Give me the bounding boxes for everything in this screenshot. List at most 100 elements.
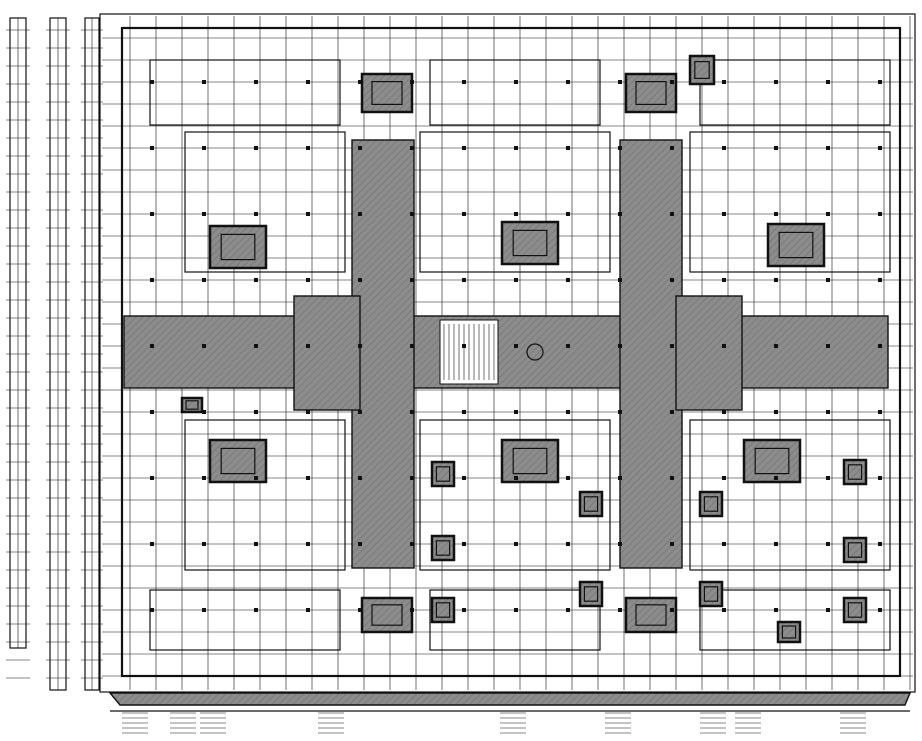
- column: [566, 146, 570, 150]
- column: [618, 476, 622, 480]
- column: [150, 212, 154, 216]
- core-inner: [512, 447, 548, 475]
- core-inner: [847, 464, 863, 480]
- column: [410, 146, 414, 150]
- core-inner: [185, 400, 199, 410]
- column: [566, 476, 570, 480]
- column: [306, 608, 310, 612]
- column: [722, 608, 726, 612]
- column: [722, 410, 726, 414]
- column: [826, 146, 830, 150]
- core-block: [208, 438, 268, 484]
- column: [150, 476, 154, 480]
- section-strip-ticks: [6, 29, 103, 679]
- core-inner: [512, 229, 548, 257]
- column: [566, 212, 570, 216]
- column: [202, 608, 206, 612]
- column: [514, 542, 518, 546]
- column: [254, 278, 258, 282]
- column: [462, 476, 466, 480]
- column: [774, 212, 778, 216]
- section-strip-1: [9, 17, 27, 649]
- core-inner: [635, 80, 667, 105]
- core-inner: [694, 60, 710, 79]
- column: [618, 344, 622, 348]
- column: [566, 608, 570, 612]
- core-block: [360, 72, 414, 114]
- column: [410, 212, 414, 216]
- column: [878, 476, 882, 480]
- core-block: [430, 534, 456, 562]
- column: [202, 80, 206, 84]
- column: [826, 608, 830, 612]
- core-block: [500, 220, 560, 266]
- column: [618, 278, 622, 282]
- column: [514, 278, 518, 282]
- column: [462, 608, 466, 612]
- column: [774, 146, 778, 150]
- column: [254, 344, 258, 348]
- column: [618, 542, 622, 546]
- hatched-corridors: [123, 139, 889, 569]
- core-inner: [583, 586, 599, 602]
- column: [358, 80, 362, 84]
- column: [878, 146, 882, 150]
- column: [722, 212, 726, 216]
- column: [878, 344, 882, 348]
- core-block: [766, 222, 826, 268]
- column: [878, 608, 882, 612]
- column: [410, 80, 414, 84]
- column: [462, 410, 466, 414]
- column: [150, 278, 154, 282]
- column: [358, 344, 362, 348]
- column: [514, 146, 518, 150]
- column: [514, 476, 518, 480]
- column: [670, 410, 674, 414]
- column: [202, 410, 206, 414]
- column: [878, 278, 882, 282]
- column: [254, 80, 258, 84]
- column: [410, 410, 414, 414]
- column: [826, 80, 830, 84]
- core-inner: [754, 447, 790, 475]
- column: [150, 80, 154, 84]
- column: [150, 608, 154, 612]
- column: [826, 278, 830, 282]
- column: [774, 608, 778, 612]
- column: [670, 608, 674, 612]
- column: [618, 212, 622, 216]
- column: [254, 410, 258, 414]
- core-inner: [847, 542, 863, 558]
- core-block: [180, 396, 204, 414]
- core-inner: [583, 496, 599, 512]
- core-block: [842, 536, 868, 564]
- north-south-corridor-left: [351, 139, 415, 569]
- column: [774, 278, 778, 282]
- column: [306, 344, 310, 348]
- column: [462, 542, 466, 546]
- column: [774, 344, 778, 348]
- column: [306, 542, 310, 546]
- bottom-section-strip: [108, 692, 912, 712]
- column: [670, 146, 674, 150]
- column: [306, 278, 310, 282]
- column: [254, 608, 258, 612]
- column: [618, 80, 622, 84]
- column: [306, 80, 310, 84]
- core-block: [688, 54, 716, 86]
- column: [358, 476, 362, 480]
- column: [410, 344, 414, 348]
- column: [202, 212, 206, 216]
- core-inner: [847, 602, 863, 618]
- column: [670, 278, 674, 282]
- core-inner: [778, 231, 814, 259]
- column: [722, 80, 726, 84]
- column: [462, 344, 466, 348]
- column: [670, 476, 674, 480]
- core-inner: [371, 80, 403, 105]
- column: [202, 476, 206, 480]
- column: [254, 542, 258, 546]
- column: [306, 476, 310, 480]
- column: [358, 278, 362, 282]
- column: [254, 212, 258, 216]
